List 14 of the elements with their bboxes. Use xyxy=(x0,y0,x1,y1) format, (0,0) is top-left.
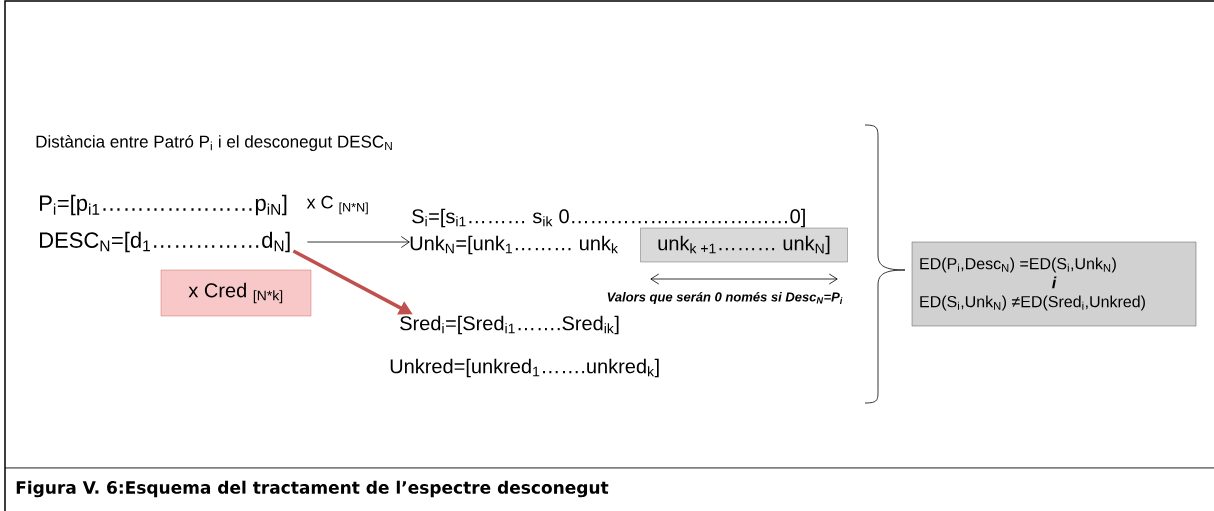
formula-text: Unk$_{N}$=[unk$_{1}$……… unk$_{k}$ xyxy=(410,235,618,255)
annotation: Valors que serán 0 només si Desc$_{N}$=P$_{i}$ xyxy=(607,291,843,305)
formula-text: Unkred=[unkred$_{1}$…….unkred$_{k}$] xyxy=(390,358,659,378)
caption: Figura V. 6:Esquema del tractament de l’espectre desconegut xyxy=(16,480,609,498)
highlight-box: unk$_{k +1}$……… unk$_{N}$] xyxy=(640,227,848,263)
result-box: ED(P$_{i}$,Desc$_{N}$) =ED(S$_{i}$,Unk$_{N}$) i ED(S$_{i}$,Unk$_{N}$) ≠ED(Sred$_{i}$,Unkred) xyxy=(911,241,1197,327)
formula-text: P$_{i}$=[p$_{i1}$…………………p$_{iN}$] xyxy=(40,194,287,216)
arrow xyxy=(307,236,410,248)
formula-text: S$_{i}$=[s$_{i1}$……… s$_{ik}$ 0……………………………0] xyxy=(412,208,805,228)
matrix-box: x Cred $_{[N*k]}$ xyxy=(160,269,312,317)
formula-text: DESC$_{N}$=[d$_{1}$……………d$_{N}$] xyxy=(40,231,290,253)
edge-label: x C $_{[N*N]}$ xyxy=(306,195,368,215)
formula-text: Sred$_{i}$=[Sred$_{i1}$…….Sred$_{ik}$] xyxy=(400,315,619,335)
heading: Distància entre Patró P$_{i}$ i el desconegut DESC$_{N}$ xyxy=(36,135,392,152)
